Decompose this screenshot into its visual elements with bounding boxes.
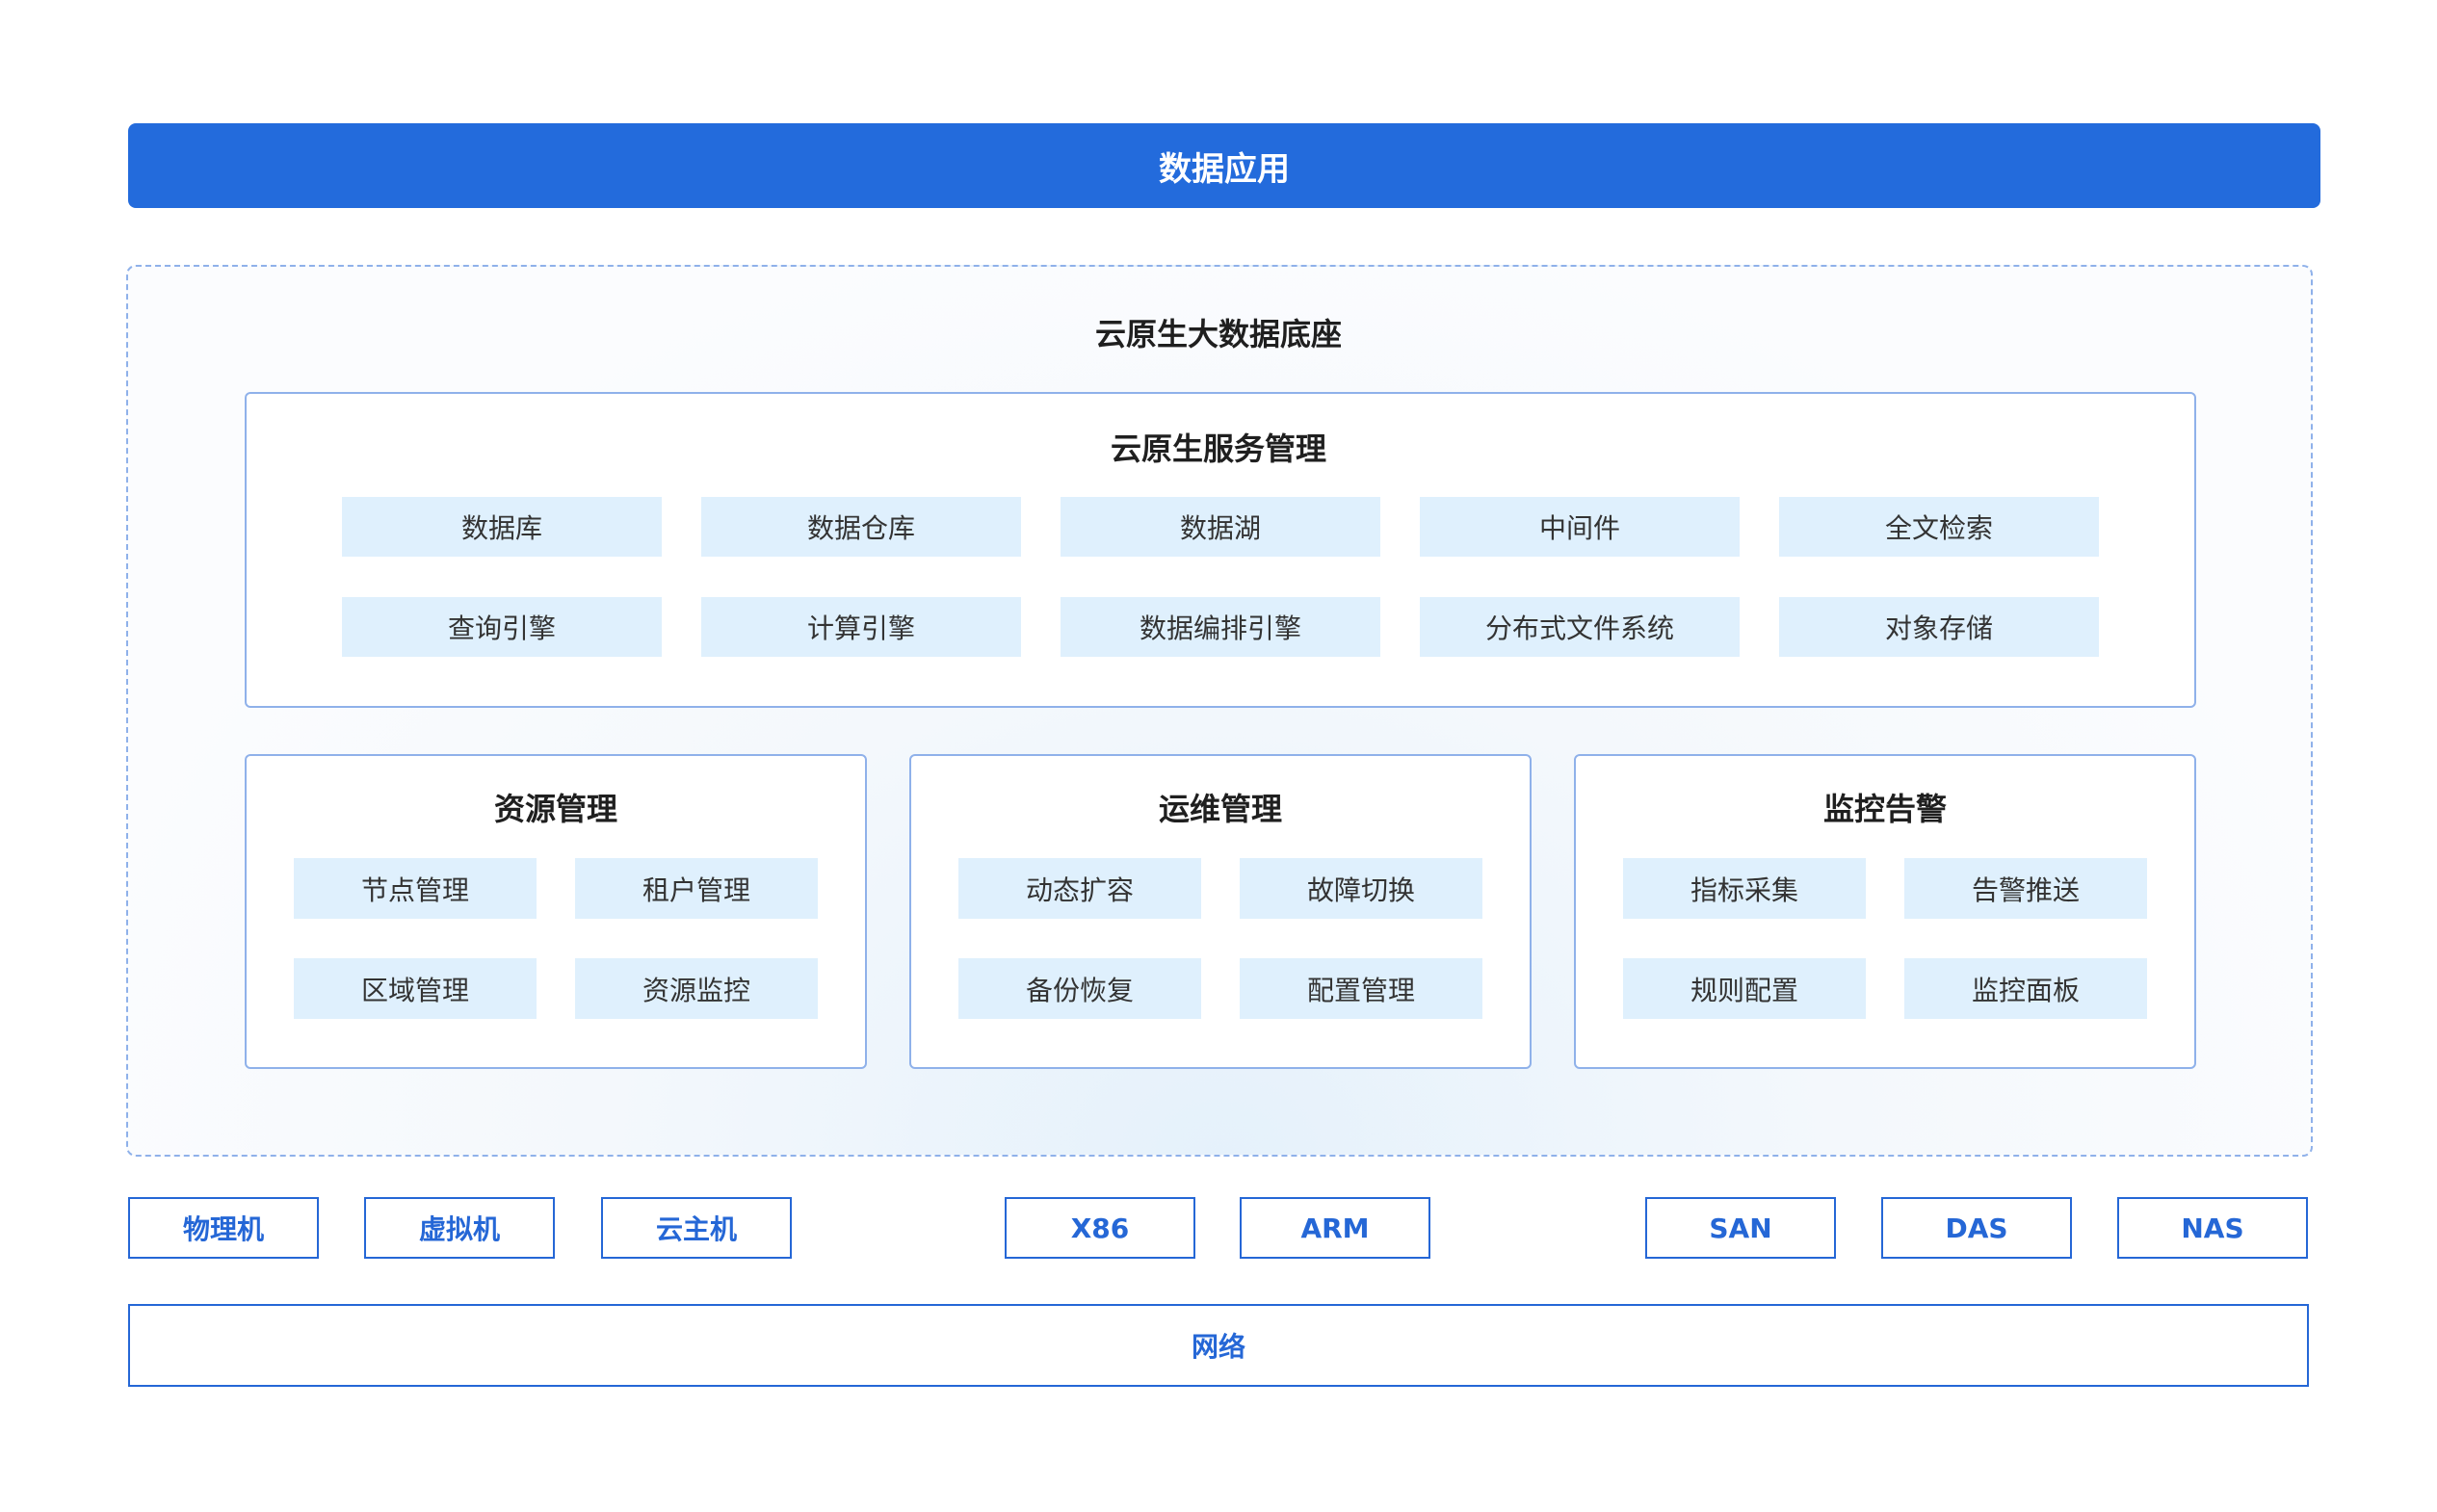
infra-virtual-machine: 虚拟机	[364, 1197, 555, 1259]
service-item: 全文检索	[1779, 497, 2099, 557]
resource-item: 资源监控	[575, 958, 818, 1019]
ops-item: 故障切换	[1240, 858, 1482, 919]
ops-item: 备份恢复	[958, 958, 1201, 1019]
service-item: 数据编排引擎	[1061, 597, 1380, 657]
monitoring-item: 监控面板	[1904, 958, 2147, 1019]
ops-management-title: 运维管理	[1158, 791, 1282, 827]
resource-management-title: 资源管理	[493, 791, 617, 827]
service-item: 中间件	[1420, 497, 1740, 557]
ops-item: 配置管理	[1240, 958, 1482, 1019]
service-management-title: 云原生服务管理	[1110, 430, 1326, 467]
network-layer: 网络	[128, 1304, 2309, 1387]
foundation-title: 云原生大数据底座	[1094, 316, 1342, 352]
monitoring-item: 告警推送	[1904, 858, 2147, 919]
resource-item: 区域管理	[294, 958, 537, 1019]
ops-item: 动态扩容	[958, 858, 1201, 919]
infra-san: SAN	[1645, 1197, 1836, 1259]
resource-item: 节点管理	[294, 858, 537, 919]
service-item: 对象存储	[1779, 597, 2099, 657]
monitoring-alert-title: 监控告警	[1822, 791, 1947, 827]
monitoring-item: 指标采集	[1623, 858, 1866, 919]
infra-physical-machine: 物理机	[128, 1197, 319, 1259]
infra-nas: NAS	[2117, 1197, 2308, 1259]
service-item: 数据库	[342, 497, 662, 557]
service-item: 数据湖	[1061, 497, 1380, 557]
infra-arm: ARM	[1240, 1197, 1430, 1259]
service-item: 分布式文件系统	[1420, 597, 1740, 657]
service-item: 计算引擎	[701, 597, 1021, 657]
data-application-bar: 数据应用	[128, 123, 2320, 208]
service-item: 数据仓库	[701, 497, 1021, 557]
monitoring-item: 规则配置	[1623, 958, 1866, 1019]
infra-x86: X86	[1005, 1197, 1195, 1259]
infra-das: DAS	[1881, 1197, 2072, 1259]
service-item: 查询引擎	[342, 597, 662, 657]
infra-cloud-host: 云主机	[601, 1197, 792, 1259]
resource-item: 租户管理	[575, 858, 818, 919]
